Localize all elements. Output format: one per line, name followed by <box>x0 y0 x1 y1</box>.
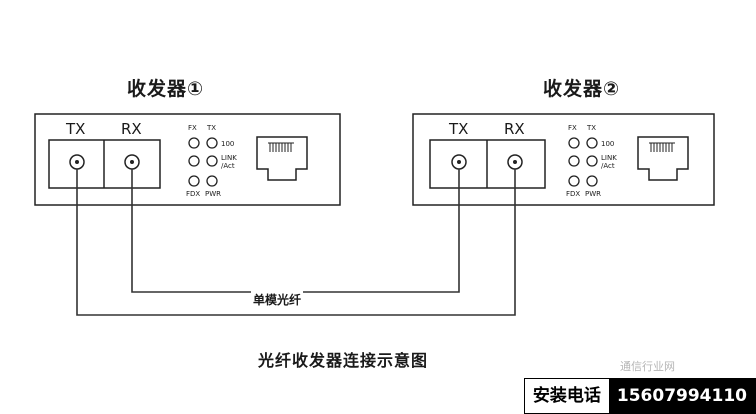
led-label-pwr: PWR <box>585 190 602 198</box>
transceiver2-tx-label: TX <box>449 120 469 138</box>
fiber-label: 单模光纤 <box>251 291 304 308</box>
watermark: 通信行业网 <box>620 360 675 373</box>
led-icon <box>586 175 598 187</box>
led-label-100: 100 <box>221 140 235 148</box>
led-icon <box>586 137 598 149</box>
contact-label: 安装电话 <box>524 379 609 413</box>
diagram-caption: 光纤收发器连接示意图 <box>258 351 429 370</box>
led-label-tx: TX <box>207 124 217 132</box>
transceiver1-tx-label: TX <box>66 120 86 138</box>
led-label-fdx: FDX <box>186 190 201 198</box>
led-icon <box>188 175 200 187</box>
led-icon <box>206 175 218 187</box>
led-icon <box>206 137 218 149</box>
transceiver1-rx-label: RX <box>121 120 142 138</box>
led-label-fx: FX <box>568 124 577 132</box>
transceiver2-rx-label: RX <box>504 120 525 138</box>
led-icon <box>568 155 580 167</box>
led-icon <box>206 155 218 167</box>
led-label-link: LINK <box>601 154 617 162</box>
led-icon <box>188 137 200 149</box>
led-label-fdx: FDX <box>566 190 581 198</box>
transceiver2-title: 收发器② <box>543 78 621 100</box>
led-icon <box>586 155 598 167</box>
led-label-act: /Act <box>601 162 615 170</box>
fiber-line-tx1-rx2 <box>76 169 516 316</box>
contact-banner: 安装电话 15607994110 <box>523 378 756 414</box>
led-icon <box>568 175 580 187</box>
transceiver1-title: 收发器① <box>127 78 205 100</box>
led-label-act: /Act <box>221 162 235 170</box>
led-icon <box>188 155 200 167</box>
led-label-pwr: PWR <box>205 190 222 198</box>
led-label-link: LINK <box>221 154 237 162</box>
led-label-fx: FX <box>188 124 197 132</box>
led-label-100: 100 <box>601 140 615 148</box>
led-label-tx: TX <box>587 124 597 132</box>
contact-phone: 15607994110 <box>608 379 755 413</box>
led-icon <box>568 137 580 149</box>
